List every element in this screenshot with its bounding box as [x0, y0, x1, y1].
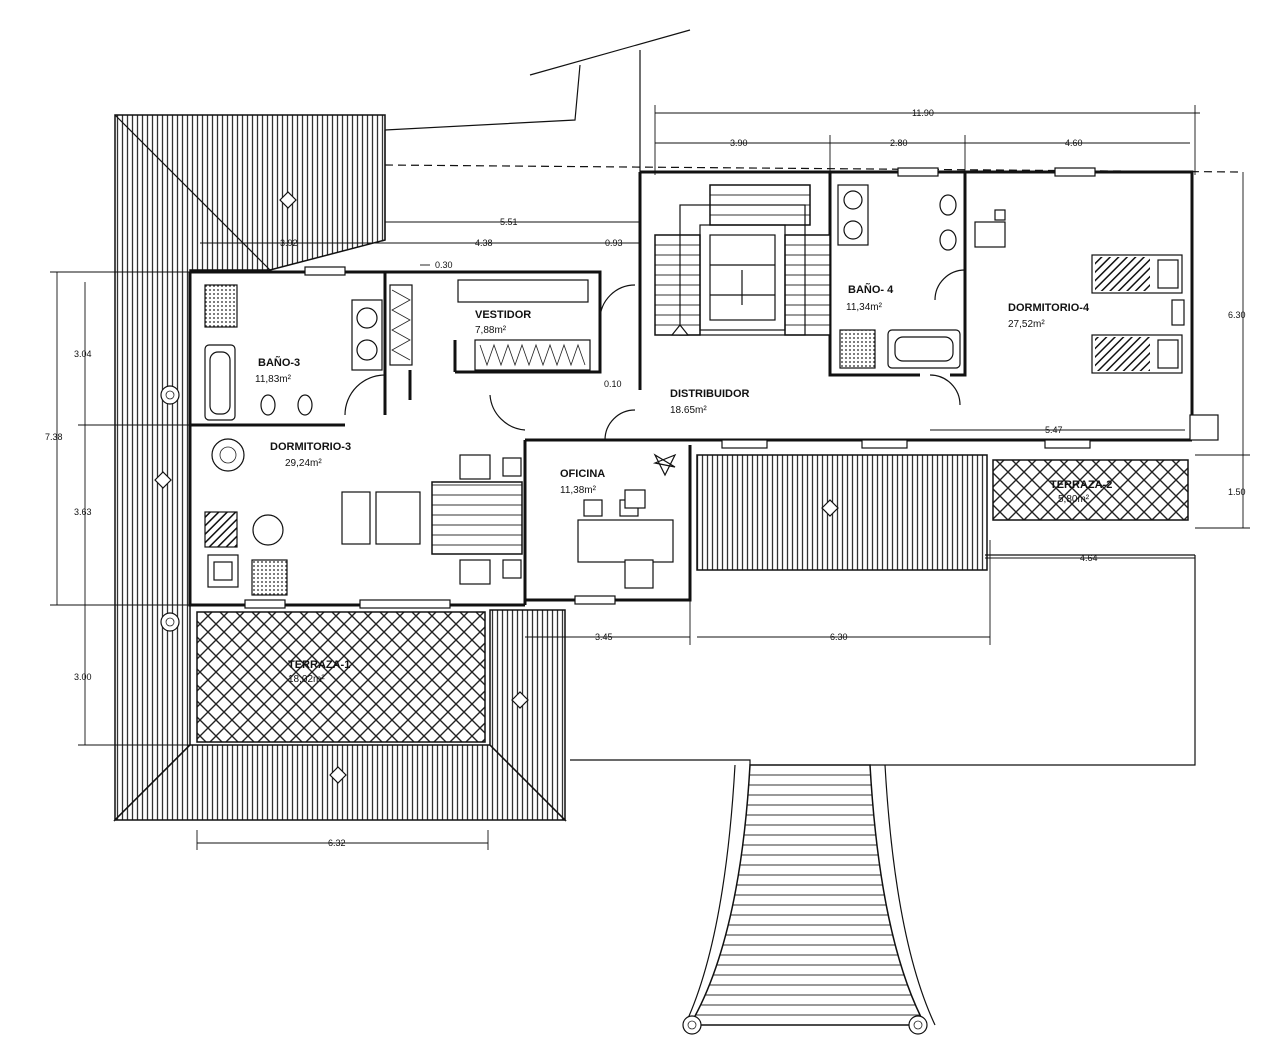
room-bano-4-area: 11,34m² [846, 302, 883, 313]
dim-1-50: 1.50 [1228, 487, 1246, 497]
terraza-2-floor [992, 459, 1189, 521]
room-distribuidor-name: DISTRIBUIDOR [670, 388, 750, 400]
room-dormitorio-4-area: 27,52m² [1008, 319, 1045, 330]
room-terraza-1-name: TERRAZA-1 [288, 659, 350, 671]
dim-4-60: 4.60 [1065, 138, 1083, 148]
room-labels: BAÑO-3 11,83m² VESTIDOR 7,88m² DORMITORI… [255, 283, 1112, 685]
dormitorio-4-furniture [1091, 254, 1185, 374]
exterior-stair [682, 764, 936, 1035]
dim-5-47: 5.47 [1045, 425, 1063, 435]
dim-0-30: 0.30 [435, 260, 453, 270]
roof-bottom [113, 609, 567, 822]
room-vestidor-area: 7,88m² [475, 325, 507, 336]
dim-0-10: 0.10 [604, 379, 622, 389]
dim-6-32: 6.32 [328, 838, 346, 848]
windows [244, 167, 1219, 609]
dim-2-80: 2.80 [890, 138, 908, 148]
room-dormitorio-3-area: 29,24m² [285, 458, 322, 469]
bano-4-fixtures [837, 184, 1006, 369]
dim-7-38: 7.38 [45, 432, 63, 442]
room-vestidor-name: VESTIDOR [475, 309, 531, 321]
room-bano-3-name: BAÑO-3 [258, 356, 300, 369]
dim-3-00: 3.00 [74, 672, 92, 682]
dim-5-51: 5.51 [500, 217, 518, 227]
room-bano-4-name: BAÑO- 4 [848, 283, 894, 296]
room-terraza-2-name: TERRAZA-2 [1050, 479, 1112, 491]
dim-3-45: 3.45 [595, 632, 613, 642]
dim-6-30-right: 6.30 [1228, 310, 1246, 320]
room-dormitorio-4-name: DORMITORIO-4 [1008, 302, 1090, 314]
room-bano-3-area: 11,83m² [255, 374, 292, 385]
dim-11-90: 11.90 [912, 108, 934, 118]
staircase [654, 184, 831, 336]
dimension-lines [50, 105, 1250, 850]
room-terraza-2-area: 5,80m² [1058, 494, 1090, 505]
oficina-furniture [577, 453, 677, 589]
room-dormitorio-3-name: DORMITORIO-3 [270, 441, 351, 453]
room-terraza-1-area: 18,02m² [288, 674, 325, 685]
dim-3-63: 3.63 [74, 507, 92, 517]
roof-middle [696, 454, 988, 571]
room-distribuidor-area: 18.65m² [670, 405, 707, 416]
door-swings [344, 269, 966, 441]
bano-3-fixtures [204, 284, 383, 421]
terraza-1-floor [196, 611, 486, 743]
column-circles [160, 385, 180, 632]
roof-arrow-icons [154, 191, 839, 784]
vestidor-fixtures [389, 279, 591, 371]
room-oficina-area: 11,38m² [560, 485, 597, 496]
dim-6-30-bottom: 6.30 [830, 632, 848, 642]
dim-4-64: 4.64 [1080, 553, 1098, 563]
dormitorio-3-furniture [204, 438, 523, 596]
dimension-labels: 11.90 3.90 2.80 4.60 5.51 3.92 4.38 0.93… [45, 108, 1246, 848]
dim-3-90: 3.90 [730, 138, 748, 148]
dim-3-92: 3.92 [280, 238, 298, 248]
dim-3-04: 3.04 [74, 349, 92, 359]
room-oficina-name: OFICINA [560, 468, 605, 480]
dim-0-93: 0.93 [605, 238, 623, 248]
dim-4-38: 4.38 [475, 238, 493, 248]
